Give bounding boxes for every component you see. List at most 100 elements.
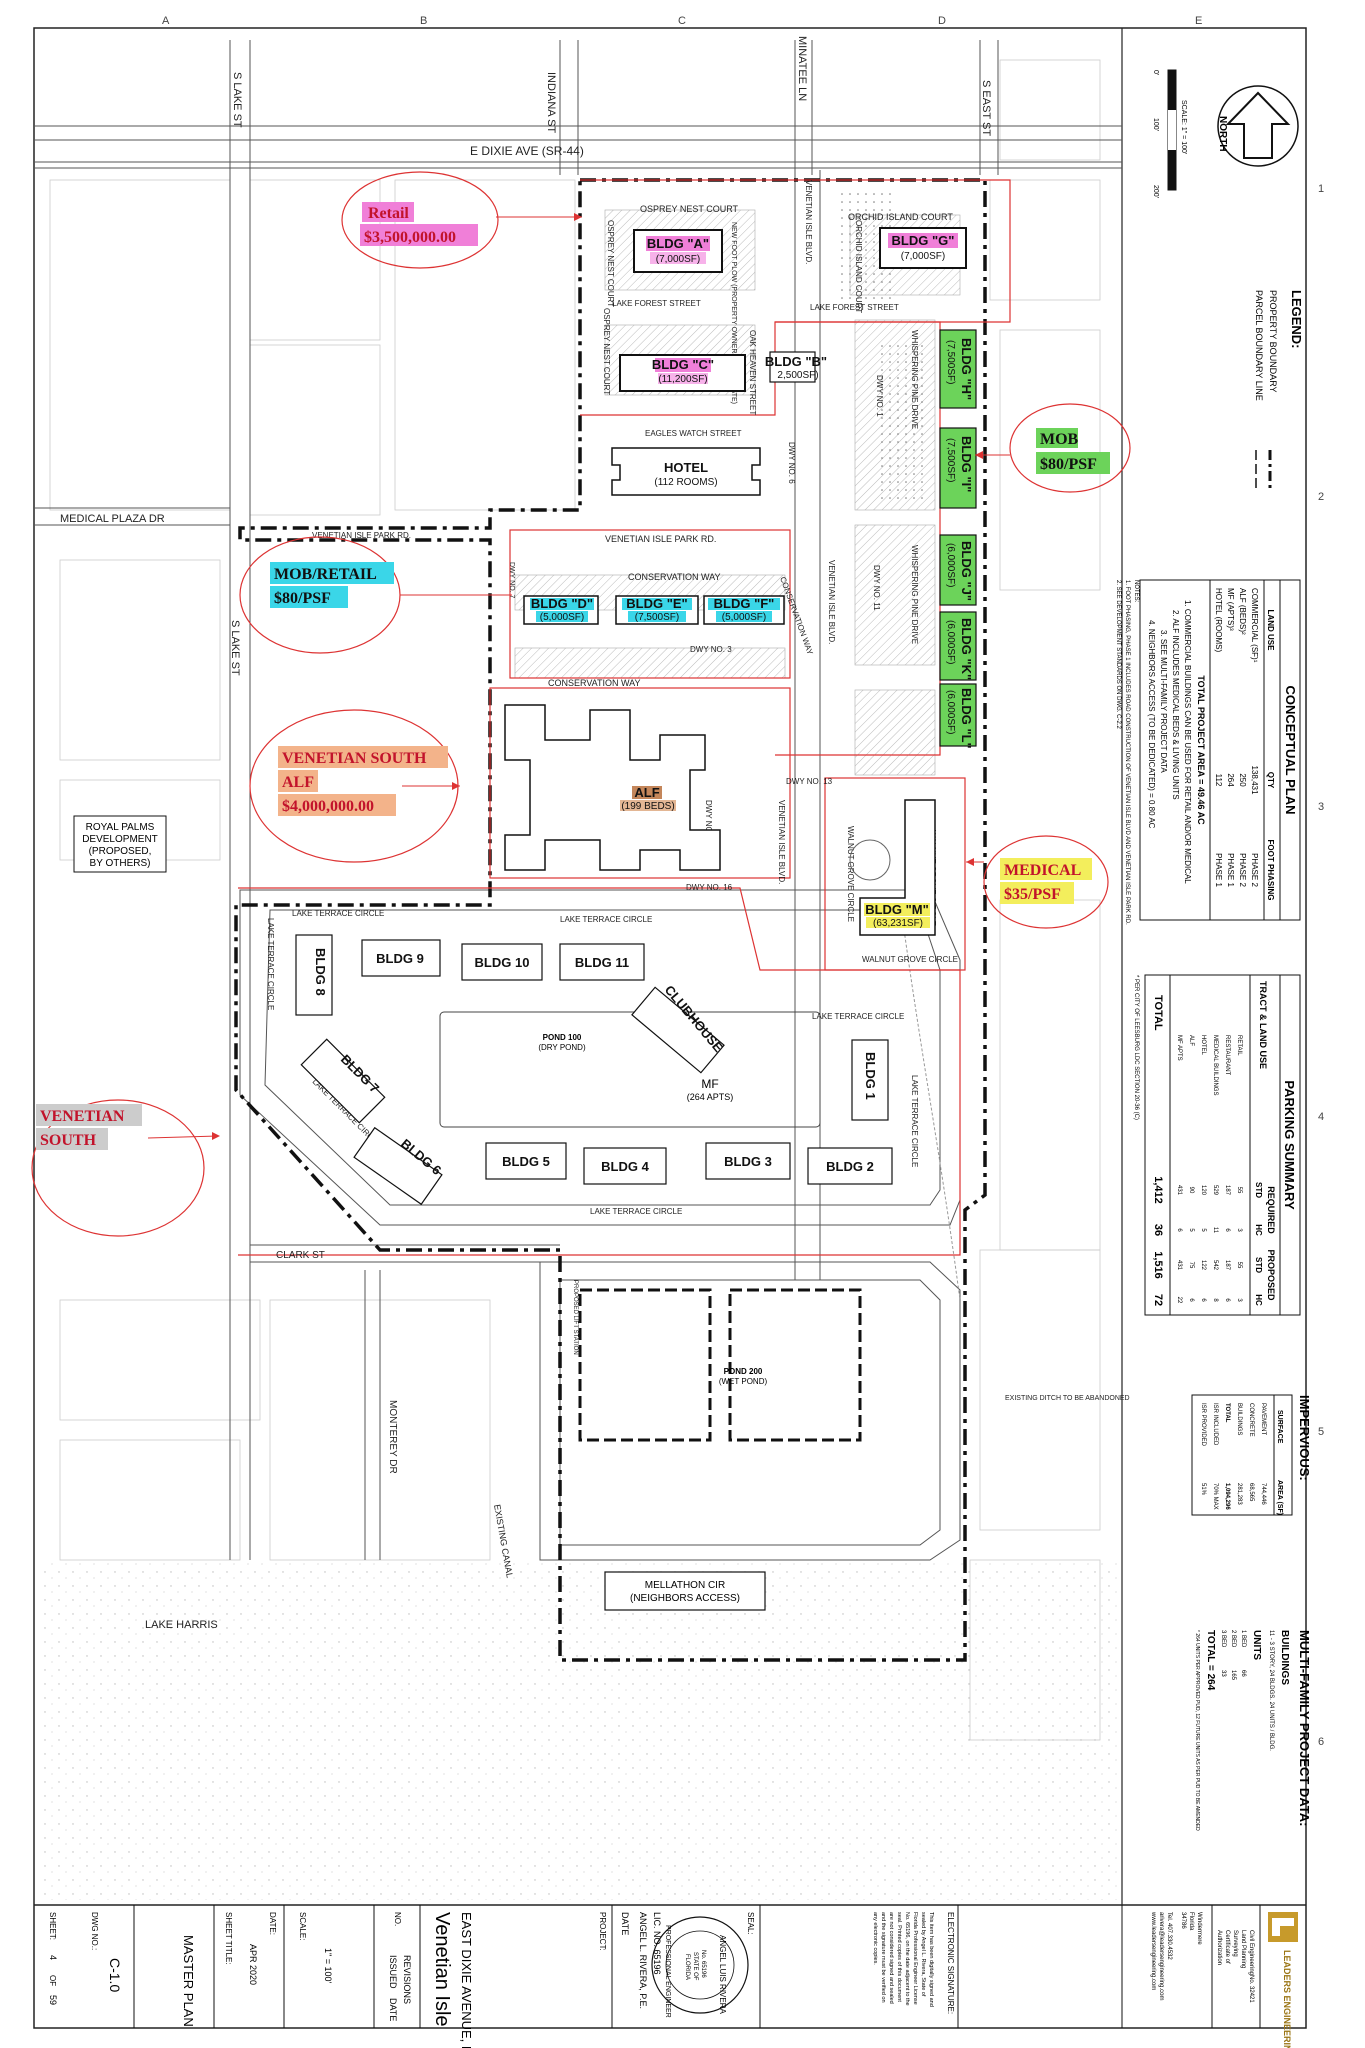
svg-text:ALF: ALF — [1188, 1035, 1194, 1046]
building-k: BLDG "K" (6,000SF) — [939, 611, 977, 681]
svg-text:C: C — [678, 15, 686, 27]
building-hotel: HOTEL (112 ROOMS) — [611, 447, 761, 496]
svg-text:HC: HC — [1254, 1224, 1263, 1236]
conceptual-notes: NOTES: 1. FOOT PHASING, PHASE 1 INCLUDES… — [1115, 580, 1139, 925]
svg-text:(11,200SF): (11,200SF) — [658, 374, 707, 385]
svg-text:6: 6 — [1200, 1298, 1206, 1302]
title-block: DWG NO.: C-1.0 SHEET: 4 OF 59 SHEET TITL… — [48, 1905, 1298, 2048]
building-l: BLDG "L" (6,000SF) — [939, 683, 977, 749]
svg-text:REVISIONS: REVISIONS — [402, 1955, 412, 2004]
street-walnut-grove-2: WALNUT GROVE CIRCLE — [846, 826, 855, 922]
street-lake-terrace-5: LAKE TERRACE CIRCLE — [910, 1075, 919, 1167]
svg-text:A: A — [162, 15, 170, 27]
street-minatee-ln: MINATEE LN — [796, 36, 808, 101]
svg-text:3: 3 — [1318, 801, 1324, 813]
svg-text:PHASE 2: PHASE 2 — [1238, 853, 1247, 887]
street-dwy-9: DWY NO. 9 — [704, 800, 713, 842]
svg-text:2. ALF INCLUDES MEDICAL BEDS &: 2. ALF INCLUDES MEDICAL BEDS & LIVING UN… — [1171, 610, 1180, 800]
street-venetian-isle-blvd-2: VENETIAN ISLE BLVD. — [827, 560, 836, 644]
svg-text:DATE:: DATE: — [268, 1912, 277, 1935]
svg-text:VENETIAN: VENETIAN — [40, 1108, 125, 1125]
project-name: Venetian Isle — [431, 1912, 453, 2027]
svg-text:ISR INCLUDED: ISR INCLUDED — [1212, 1403, 1218, 1446]
street-lake-terrace-7: LAKE TERRACE CIRCLE — [590, 1207, 682, 1216]
svg-text:PROFESSIONAL ENGINEER: PROFESSIONAL ENGINEER — [664, 1925, 671, 2018]
svg-text:1. COMMERCIAL BUILDINGS CAN BE: 1. COMMERCIAL BUILDINGS CAN BE USED FOR … — [1183, 600, 1192, 884]
svg-text:PARCEL BOUNDARY LINE: PARCEL BOUNDARY LINE — [1254, 290, 1264, 401]
svg-text:6: 6 — [1224, 1228, 1230, 1232]
svg-text:2 BED: 2 BED — [1230, 1630, 1236, 1648]
svg-text:4: 4 — [1318, 1111, 1324, 1123]
svg-text:SEAL:: SEAL: — [746, 1912, 755, 1935]
svg-text:SCALE: 1" = 100': SCALE: 1" = 100' — [1180, 100, 1187, 154]
svg-text:22: 22 — [1176, 1297, 1182, 1304]
svg-text:6: 6 — [1318, 1736, 1324, 1748]
svg-text:LAND USE: LAND USE — [1266, 610, 1275, 652]
svg-text:PHASE 1: PHASE 1 — [1214, 853, 1223, 887]
street-dwy-3: DWY NO. 3 — [690, 645, 732, 654]
svg-text:281,283: 281,283 — [1236, 1483, 1242, 1505]
building-alf: ALF (199 BEDS) — [504, 704, 721, 871]
firm-logo — [1268, 1912, 1298, 1942]
street-new-foot-plow: NEW FOOT PLOW (PROPERTY OWNER TO DEDICAT… — [730, 222, 737, 404]
svg-text:431: 431 — [1176, 1260, 1182, 1271]
svg-text:(6,000SF): (6,000SF) — [945, 620, 956, 664]
street-walnut-grove-3: WALNUT GROVE CIRCLE — [862, 955, 958, 964]
svg-text:Retail: Retail — [368, 205, 409, 222]
svg-text:RESTAURANT: RESTAURANT — [1224, 1035, 1230, 1076]
svg-text:BUILDINGS: BUILDINGS — [1236, 1403, 1242, 1435]
svg-text:2. SEE DEVELOPMENT STANDARDS O: 2. SEE DEVELOPMENT STANDARDS ON DWG. C-2… — [1115, 580, 1121, 729]
svg-text:33: 33 — [1220, 1670, 1226, 1677]
svg-text:QTY: QTY — [1266, 772, 1275, 789]
svg-text:34786: 34786 — [1180, 1912, 1186, 1929]
svg-text:MF (APTS)³: MF (APTS)³ — [1226, 588, 1235, 631]
svg-text:1 BED: 1 BED — [1240, 1630, 1246, 1648]
building-e: BLDG "E" (7,500SF) — [615, 595, 699, 625]
svg-text:ISR PROVIDED: ISR PROVIDED — [1200, 1403, 1206, 1447]
svg-text:IMPERVIOUS:: IMPERVIOUS: — [1297, 1395, 1312, 1481]
street-dwy-6: DWY NO. 6 — [787, 442, 796, 484]
drawing-number: C-1.0 — [107, 1958, 123, 1992]
svg-text:BLDG "B": BLDG "B" — [765, 354, 827, 369]
street-venetian-isle-park-rd-2: VENETIAN ISLE PARK RD. — [605, 534, 716, 544]
svg-text:6: 6 — [1176, 1228, 1182, 1232]
svg-text:Florida Professional Engineer: Florida Professional Engineer License — [912, 1912, 918, 2005]
svg-text:5: 5 — [1318, 1426, 1324, 1438]
label-lake-harris: LAKE HARRIS — [145, 1619, 218, 1631]
svg-text:are not considered signed and: are not considered signed and sealed — [888, 1912, 894, 2004]
svg-text:OF: OF — [48, 1975, 57, 1986]
svg-text:(5,000SF): (5,000SF) — [722, 612, 766, 623]
svg-text:BLDG 4: BLDG 4 — [601, 1159, 649, 1174]
svg-text:MELLATHON CIR: MELLATHON CIR — [645, 1580, 725, 1591]
svg-text:PAVEMENT: PAVEMENT — [1260, 1403, 1266, 1435]
svg-text:Land Planning: Land Planning — [1240, 1930, 1246, 1968]
svg-text:70% MAX: 70% MAX — [1212, 1483, 1218, 1510]
svg-text:OSPREY NEST COURT: OSPREY NEST COURT — [602, 308, 611, 395]
street-venetian-isle-blvd-3: VENETIAN ISLE BLVD. — [777, 800, 786, 884]
svg-text:NO.: NO. — [393, 1912, 402, 1926]
svg-text:www.leadersengineering.com: www.leadersengineering.com — [1150, 1911, 1156, 1990]
svg-text:100': 100' — [1152, 118, 1159, 131]
svg-text:72: 72 — [1152, 1294, 1164, 1306]
svg-text:B: B — [420, 15, 427, 27]
svg-text:SHEET TITLE:: SHEET TITLE: — [224, 1912, 233, 1965]
street-dwy-7: DWY NO. 7 — [508, 562, 515, 599]
street-monterey-dr: MONTEREY DR — [387, 1400, 398, 1474]
street-osprey-nest-court: OSPREY NEST COURT — [640, 204, 739, 214]
svg-text:Tel. 407.330.4532: Tel. 407.330.4532 — [1166, 1912, 1172, 1960]
building-f: BLDG "F" (5,000SF) — [703, 595, 785, 625]
building-d: BLDG "D" (5,000SF) — [523, 595, 599, 625]
svg-text:SURFACE: SURFACE — [1276, 1410, 1283, 1444]
svg-text:HOTEL: HOTEL — [664, 460, 708, 475]
svg-text:3: 3 — [1236, 1298, 1242, 1302]
svg-text:BLDG 3: BLDG 3 — [724, 1154, 772, 1169]
svg-text:529: 529 — [1212, 1185, 1218, 1196]
svg-text:DATE: DATE — [620, 1912, 630, 1935]
svg-text:STD: STD — [1254, 1257, 1263, 1273]
callout-venetian-south-alf: VENETIAN SOUTH ALF $4,000,000.00 — [249, 709, 460, 863]
label-existing-ditch: EXISTING DITCH TO BE ABANDONED — [1005, 1395, 1130, 1402]
svg-text:No. 32421: No. 32421 — [1248, 1975, 1254, 2003]
svg-text:(7,500SF): (7,500SF) — [945, 438, 956, 482]
building-j: BLDG "J" (6,000SF) — [939, 534, 977, 606]
building-mf-4: BLDG 4 — [583, 1147, 667, 1185]
